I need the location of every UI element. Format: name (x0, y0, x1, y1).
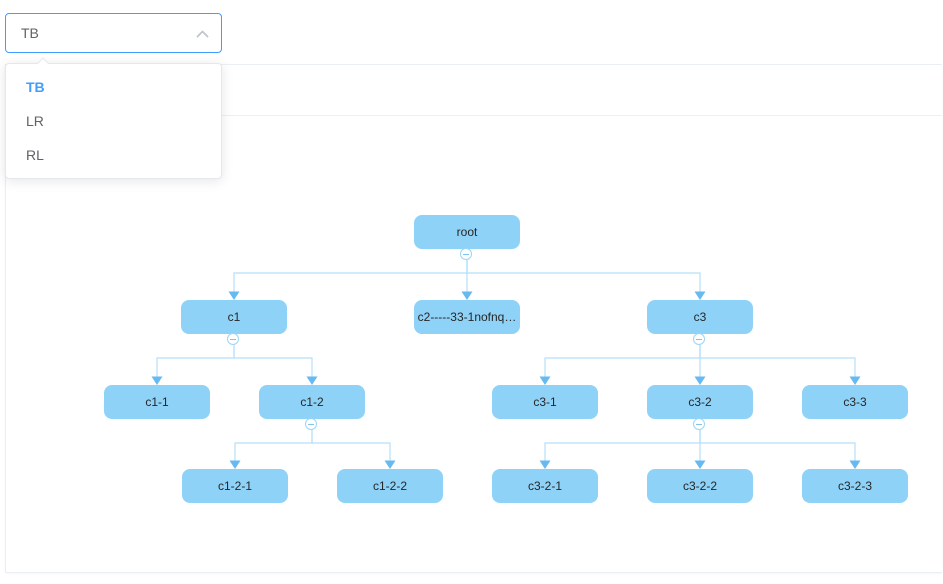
layout-select-value: TB (21, 25, 39, 41)
tree-node-c2[interactable]: c2-----33-1nofnq… (414, 300, 520, 334)
collapse-button-c1-2[interactable] (305, 418, 317, 430)
minus-icon (230, 338, 236, 340)
option-tb[interactable]: TB (26, 79, 45, 95)
minus-icon (696, 338, 702, 340)
tree-node-c1-2[interactable]: c1-2 (259, 385, 365, 419)
layout-select[interactable]: TB (5, 13, 222, 53)
tree-node-c1-2-1[interactable]: c1-2-1 (182, 469, 288, 503)
collapse-button-c3-2[interactable] (693, 418, 705, 430)
tree-node-c3-3[interactable]: c3-3 (802, 385, 908, 419)
tree-node-c3[interactable]: c3 (647, 300, 753, 334)
collapse-button-root[interactable] (460, 248, 472, 260)
tree-node-c1[interactable]: c1 (181, 300, 287, 334)
minus-icon (463, 253, 469, 255)
collapse-button-c3[interactable] (693, 333, 705, 345)
tree-node-root[interactable]: root (414, 215, 520, 249)
layout-select-dropdown: TB LR RL (5, 57, 222, 179)
tree-node-c3-1[interactable]: c3-1 (492, 385, 598, 419)
minus-icon (308, 423, 314, 425)
tree-node-c3-2[interactable]: c3-2 (647, 385, 753, 419)
chevron-up-icon[interactable] (196, 30, 209, 43)
option-rl[interactable]: RL (26, 147, 44, 163)
graph-card-header (6, 65, 942, 116)
tree-node-c3-2-1[interactable]: c3-2-1 (492, 469, 598, 503)
tree-node-c3-2-2[interactable]: c3-2-2 (647, 469, 753, 503)
tree-node-c3-2-3[interactable]: c3-2-3 (802, 469, 908, 503)
tree-node-c1-2-2[interactable]: c1-2-2 (337, 469, 443, 503)
minus-icon (696, 423, 702, 425)
collapse-button-c1[interactable] (227, 333, 239, 345)
dropdown-caret (37, 57, 49, 69)
option-lr[interactable]: LR (26, 113, 44, 129)
tree-node-c1-1[interactable]: c1-1 (104, 385, 210, 419)
